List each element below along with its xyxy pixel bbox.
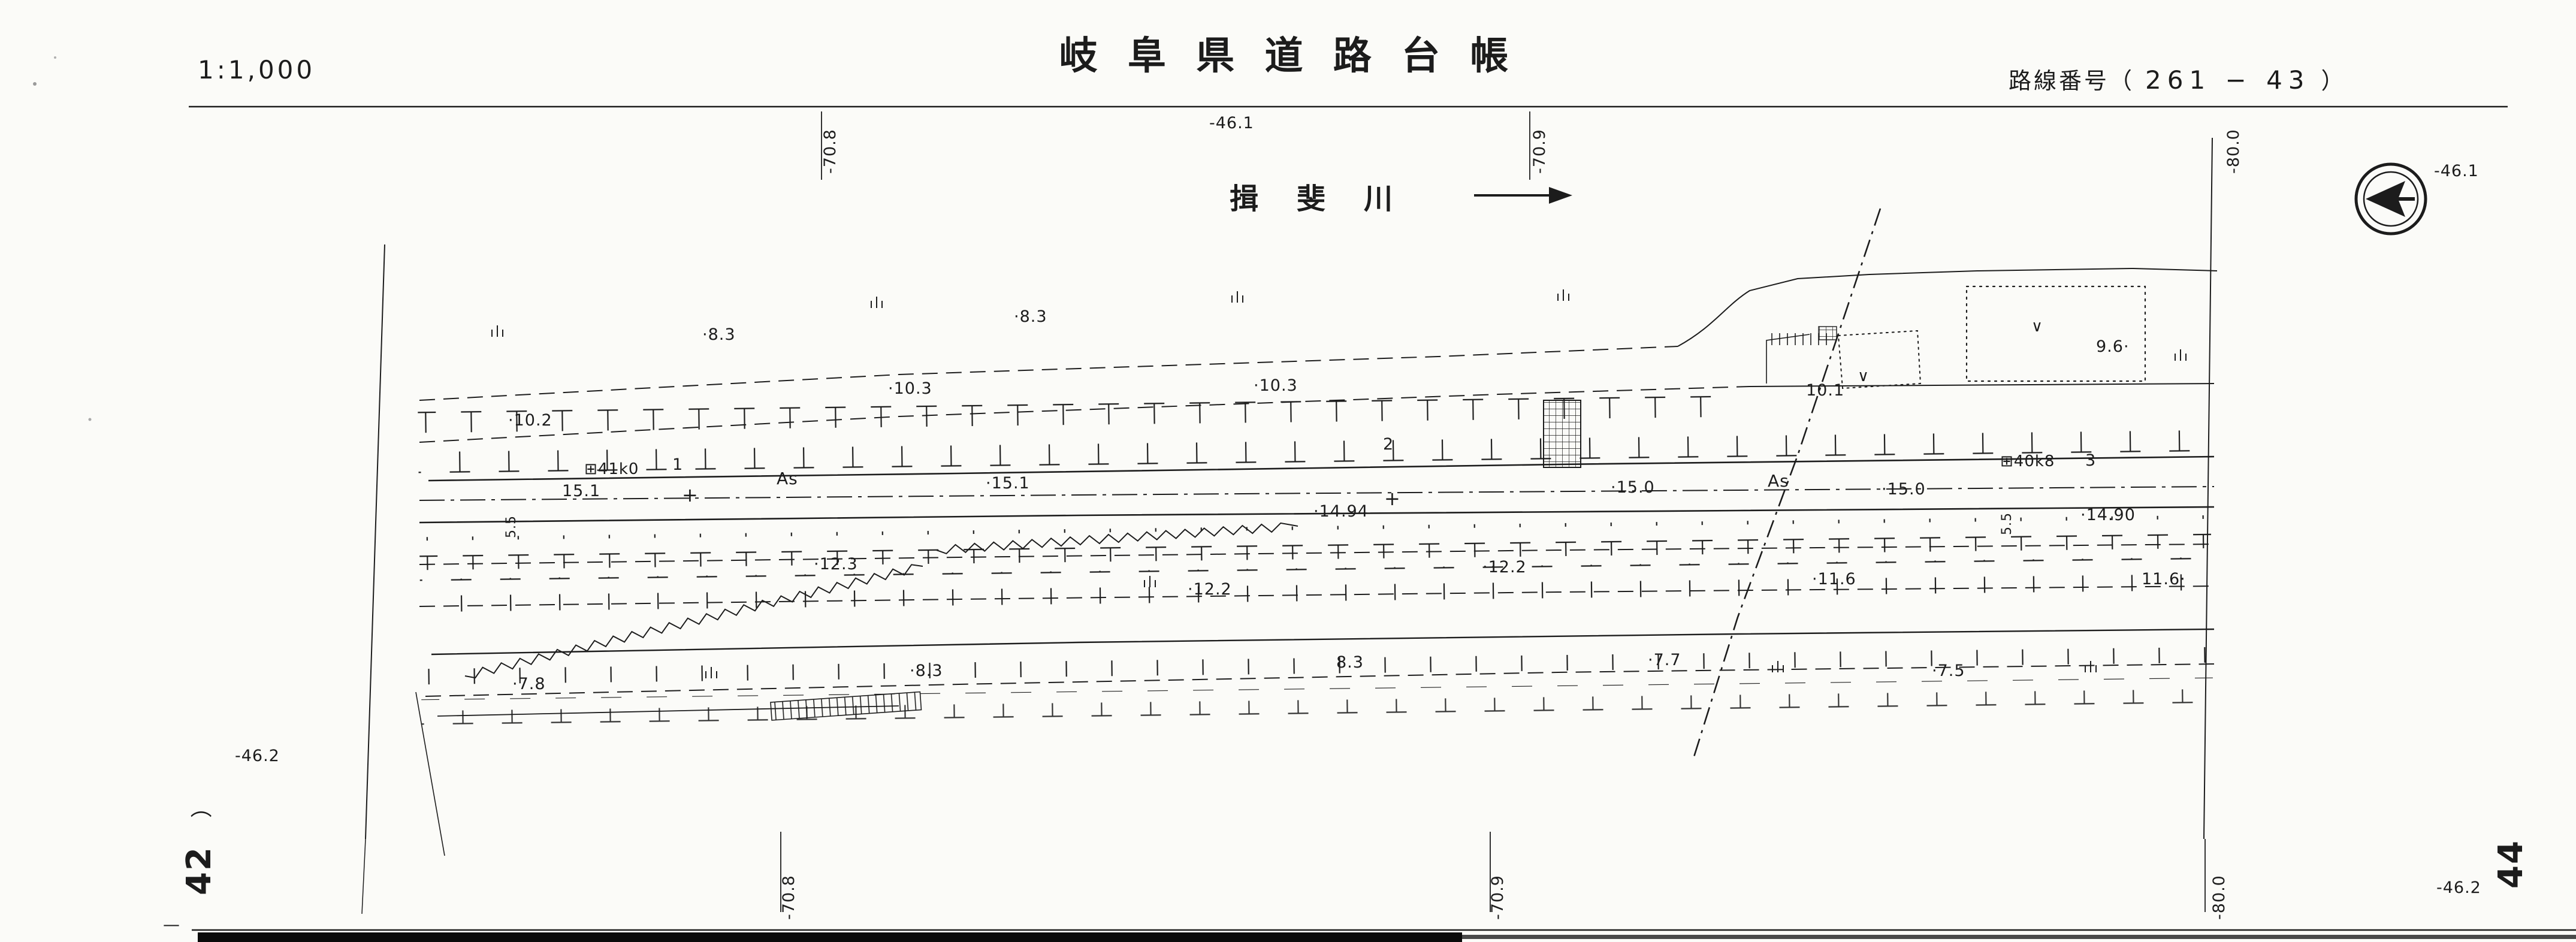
river-flow-arrow <box>1474 187 1572 204</box>
scan-artifacts <box>33 56 2576 942</box>
annotation-label: ·14.94 <box>1313 502 1369 521</box>
road-lines <box>415 267 2218 856</box>
annotation-label: ·15.1 <box>986 474 1030 493</box>
annotation-label: -46.1 <box>1209 114 1254 132</box>
annotation-label: ·12.3 <box>814 555 858 573</box>
route-number-prefix: 路線番号（ <box>2009 68 2135 94</box>
annotation-label: ·12.2 <box>1188 580 1232 599</box>
annotation-label: 3 <box>2085 451 2097 470</box>
annotation-label: 5.5 <box>504 515 519 538</box>
annotation-label: 15.1 <box>562 482 601 500</box>
annotation-label: + <box>1384 487 1401 510</box>
annotation-label: ∨ <box>2031 318 2044 336</box>
annotation-label: -70.8 <box>780 875 798 920</box>
river-name-label: 揖 斐 川 <box>1230 182 1398 216</box>
annotation-label: ·11.6 <box>1812 570 1856 588</box>
route-number: 路線番号（ 261 − 43 ） <box>2009 62 2347 95</box>
annotation-label: -70.9 <box>1530 129 1549 174</box>
annotation-label: 10.1 <box>1806 381 1845 400</box>
annotation-label: 5.5 <box>2000 512 2015 535</box>
annotation-label: + <box>682 484 699 506</box>
annotation-label: -70.8 <box>821 129 839 174</box>
annotation-label: ⊞41k0 <box>584 460 639 478</box>
structures <box>770 285 2146 721</box>
sheet-number-left: 42 <box>180 846 219 895</box>
annotation-label: ·7.5 <box>1932 662 1965 680</box>
annotation-label: ·15.0 <box>1611 478 1655 497</box>
annotation-label: ·8.3 <box>702 325 736 344</box>
annotation-label: -80.0 <box>2210 875 2228 920</box>
annotation-label: As <box>777 469 798 488</box>
sheet-frame <box>189 105 2576 931</box>
retaining-wall-zigzag <box>464 522 1298 679</box>
page-title: 岐 阜 県 道 路 台 帳 <box>1059 34 1517 78</box>
annotation-label: — <box>163 914 180 934</box>
annotation-label: ·8.3 <box>910 662 943 680</box>
annotation-label: 11.6· <box>2142 570 2186 588</box>
annotation-label: 8.3 <box>1336 653 1364 672</box>
annotation-label: 2 <box>1383 435 1394 454</box>
sheet-number-right: 44 <box>2492 840 2530 889</box>
annotation-label: ·10.3 <box>1254 376 1298 395</box>
annotation-label: -80.0 <box>2224 129 2243 174</box>
annotation-label: ·10.3 <box>888 379 932 398</box>
annotation-label: ·7.7 <box>1648 651 1681 669</box>
vegetation-symbols <box>491 289 2187 678</box>
annotation-label: ·7.8 <box>512 675 546 693</box>
annotation-label: -46.2 <box>235 747 280 765</box>
annotation-label: ·10.2 <box>508 411 552 430</box>
annotation-label: 1 <box>672 455 684 474</box>
sheet-left-paren: ） <box>190 796 215 818</box>
annotation-label: -70.9 <box>1488 875 1507 920</box>
slope-hatching <box>418 383 2213 739</box>
annotation-label: As <box>1768 471 1789 491</box>
scale-label: 1:1,000 <box>198 55 316 84</box>
annotation-label: -46.2 <box>2436 878 2481 897</box>
route-number-suffix: ） <box>2321 68 2347 94</box>
route-number-value: 261 − 43 <box>2145 65 2311 95</box>
annotation-label: ·15.0 <box>1882 480 1926 499</box>
annotation-label: ·8.3 <box>1014 307 1047 326</box>
annotation-label: ⊞40k8 <box>2000 452 2055 470</box>
annotation-label: ·12.2 <box>1482 558 1527 576</box>
compass-icon <box>2354 162 2427 236</box>
boundary-line <box>1692 208 1882 759</box>
annotation-label: ∨ <box>1858 367 1870 385</box>
annotation-label: ·14.90 <box>2080 506 2136 524</box>
annotation-label: 9.6· <box>2096 337 2130 356</box>
annotation-label: -46.1 <box>2434 162 2479 180</box>
